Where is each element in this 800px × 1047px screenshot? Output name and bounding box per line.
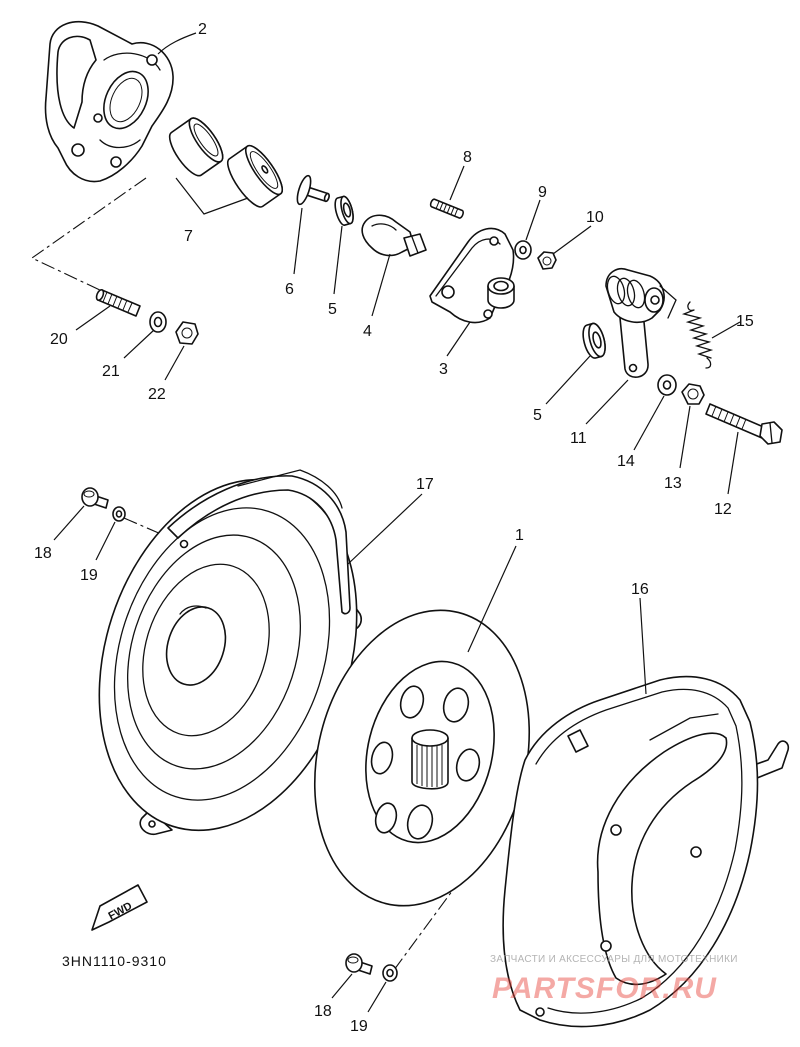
part-5-bearing-upper: [334, 195, 354, 226]
callout-1: 1: [515, 527, 524, 544]
part-7-piston-small: [168, 117, 224, 177]
callout-15: 15: [736, 313, 754, 330]
part-2-caliper-bracket: [44, 20, 174, 183]
callout-18-lower: 18: [314, 1003, 332, 1020]
part-13-nut: [681, 383, 705, 405]
callout-2: 2: [198, 21, 207, 38]
part-15-return-spring: [681, 301, 714, 369]
callout-10: 10: [586, 209, 604, 226]
part-16-brake-guard: [502, 675, 790, 1028]
part-3-housing-plate: [429, 227, 515, 324]
callout-21: 21: [102, 363, 120, 380]
callout-4: 4: [363, 323, 372, 340]
part-8-stud: [429, 198, 464, 219]
part-18-screw-upper: [81, 487, 109, 509]
part-7-piston-large: [226, 144, 283, 208]
callout-19-upper: 19: [80, 567, 98, 584]
callout-7: 7: [184, 228, 193, 245]
watermark-tagline: ЗАПЧАСТИ И АКСЕССУАРЫ ДЛЯ МОТОТЕХНИКИ: [490, 954, 738, 965]
callout-8: 8: [463, 149, 472, 166]
part-19-washer-upper: [112, 506, 126, 522]
part-18-screw-lower: [345, 953, 373, 975]
part-1-brake-disc: [313, 609, 531, 907]
callout-5-lower: 5: [533, 407, 542, 424]
part-20-stud-bolt: [95, 288, 141, 317]
callout-3: 3: [439, 361, 448, 378]
callout-12: 12: [714, 501, 732, 518]
callout-labels: 2 8 9 10 7 6 5 4 3 15 20 21 22 5 11 14 1…: [34, 21, 754, 1035]
part-5-bearing-lower: [582, 322, 606, 359]
part-6-pin: [296, 174, 330, 206]
diagram-code: 3HN1110-9310: [62, 953, 167, 969]
part-14-washer: [657, 374, 677, 396]
callout-11: 11: [570, 430, 587, 447]
part-10-nut: [537, 251, 557, 270]
callout-18-upper: 18: [34, 545, 52, 562]
callout-20: 20: [50, 331, 68, 348]
callout-5-upper: 5: [328, 301, 337, 318]
callout-19-lower: 19: [350, 1018, 368, 1035]
watermark-logo: PARTSFOR.RU: [492, 972, 717, 1005]
bracket-bolt-phantom-line: [30, 177, 147, 293]
callout-16: 16: [631, 581, 649, 598]
callout-22: 22: [148, 386, 166, 403]
part-11-brake-lever: [605, 268, 677, 378]
part-17-brake-cover: [98, 469, 363, 836]
part-12-bolt: [705, 403, 783, 445]
callout-17: 17: [416, 476, 434, 493]
forward-direction-marker: FWD: [91, 884, 148, 931]
watermark: ЗАПЧАСТИ И АКСЕССУАРЫ ДЛЯ МОТОТЕХНИКИ PA…: [490, 954, 738, 1005]
part-19-washer-lower: [382, 964, 398, 982]
part-4-cam-actuator: [361, 214, 427, 257]
callout-6: 6: [285, 281, 294, 298]
leader-lines: [53, 32, 741, 1013]
callout-9: 9: [538, 184, 547, 201]
callout-13: 13: [664, 475, 682, 492]
part-21-washer: [149, 311, 167, 333]
callout-14: 14: [617, 453, 635, 470]
part-22-nut: [175, 321, 199, 345]
part-9-washer: [514, 240, 532, 260]
